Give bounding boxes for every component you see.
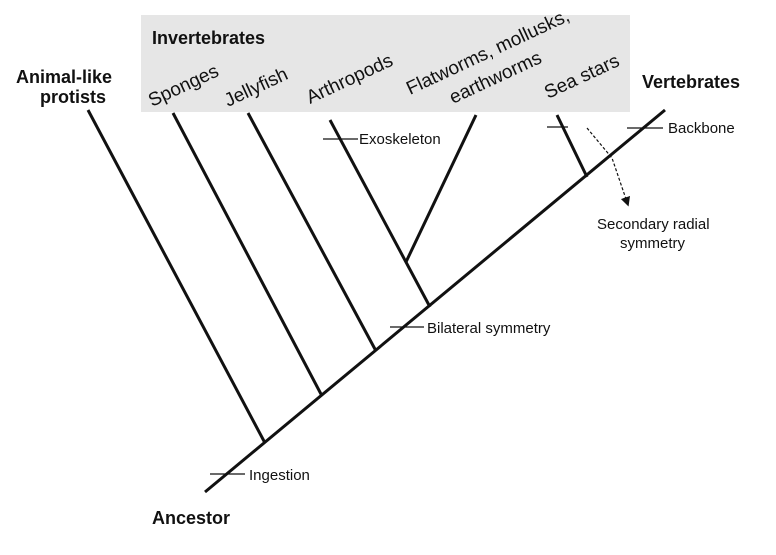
trait-backbone: Backbone [668, 120, 735, 137]
ancestor-label: Ancestor [152, 508, 230, 528]
invertebrates-box [141, 15, 630, 112]
branch-sea-stars [555, 114, 589, 178]
vertebrates-label: Vertebrates [642, 72, 740, 92]
outgroup-label-line2: protists [40, 87, 106, 107]
branch-protostomes [328, 119, 432, 308]
branch-protists [86, 109, 267, 444]
trait-bilateral: Bilateral symmetry [427, 320, 551, 337]
trait-ingestion: Ingestion [249, 467, 310, 484]
branch-sponges [171, 112, 324, 397]
main-trunk [204, 108, 666, 494]
outgroup-label-line1: Animal-like [16, 67, 112, 87]
branch-flatworms [404, 114, 478, 263]
branch-jellyfish [246, 112, 378, 352]
trait-secondary-radial-line1: Secondary radial [597, 216, 710, 233]
pointer-secondary-radial [586, 127, 630, 207]
trait-exoskeleton: Exoskeleton [359, 131, 441, 148]
trait-secondary-radial-line2: symmetry [620, 235, 685, 252]
invertebrates-title: Invertebrates [152, 28, 265, 48]
